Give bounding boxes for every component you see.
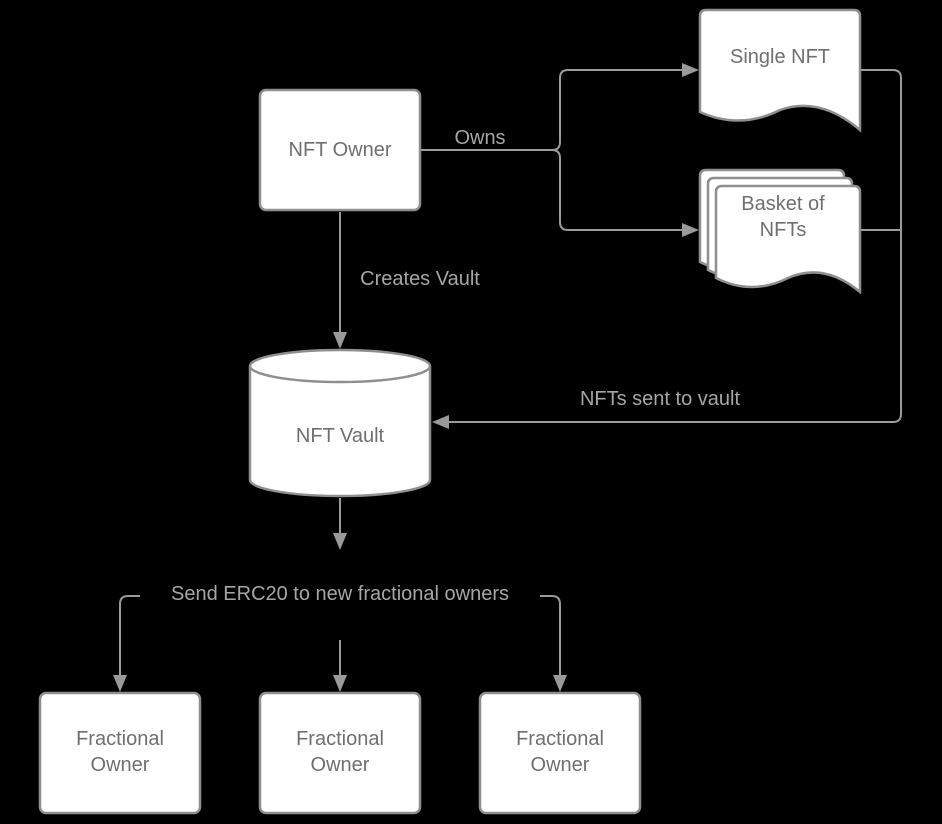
arrowhead-single-nft [682,63,699,77]
nft-owner-node: NFT Owner [258,88,422,212]
arrowhead-vault [333,332,347,349]
basket-label-line2: NFTs [760,219,807,241]
label-nfts-sent: NFTs sent to vault [580,388,741,410]
basket-node: Basket of NFTs [698,168,862,295]
edge-distribution-right [540,595,561,676]
label-send-erc20: Send ERC20 to new fractional owners [171,583,509,605]
nft-owner-label: NFT Owner [289,139,392,161]
basket-label-line1: Basket of [741,193,825,215]
fractional-owner-node-2: Fractional Owner [258,691,422,815]
arrowhead-vault-down [333,533,347,550]
fractional-owner-label-line1: Fractional [76,728,164,750]
arrowhead-nfts-sent [432,415,449,429]
edge-branch-to-single-nft [551,69,684,151]
label-owns: Owns [454,127,505,149]
arrowhead-fractional-2 [333,675,347,692]
fractional-owner-label-line2: Owner [91,754,150,776]
fractional-owner-node-1: Fractional Owner [38,691,202,815]
fractional-owner-box [38,691,202,815]
connectors [113,63,902,692]
fractional-owner-node-3: Fractional Owner [478,691,642,815]
fractional-owner-label-line1: Fractional [516,728,604,750]
fractional-owner-box [478,691,642,815]
fractional-owner-label-line2: Owner [311,754,370,776]
edge-branch-to-basket [551,149,684,231]
arrowhead-basket [682,223,699,237]
fractional-owner-box [258,691,422,815]
edge-single-nft-to-bus [448,69,902,423]
nft-vault-node: NFT Vault [248,348,432,498]
nft-vault-cylinder-top [248,348,432,384]
label-creates-vault: Creates Vault [360,268,480,290]
single-nft-document [698,8,862,133]
edge-distribution-left [119,595,140,676]
nft-vault-cylinder-body [248,366,432,498]
nft-owner-box [258,88,422,212]
single-nft-label: Single NFT [730,46,830,68]
single-nft-node: Single NFT [698,8,862,133]
arrowhead-fractional-3 [553,675,567,692]
fractional-owner-label-line1: Fractional [296,728,384,750]
basket-document-front [714,184,862,295]
fractional-owner-label-line2: Owner [531,754,590,776]
nft-vault-label: NFT Vault [296,425,385,447]
edge-labels: Owns Creates Vault NFTs sent to vault Se… [171,127,740,605]
arrowhead-fractional-1 [113,675,127,692]
